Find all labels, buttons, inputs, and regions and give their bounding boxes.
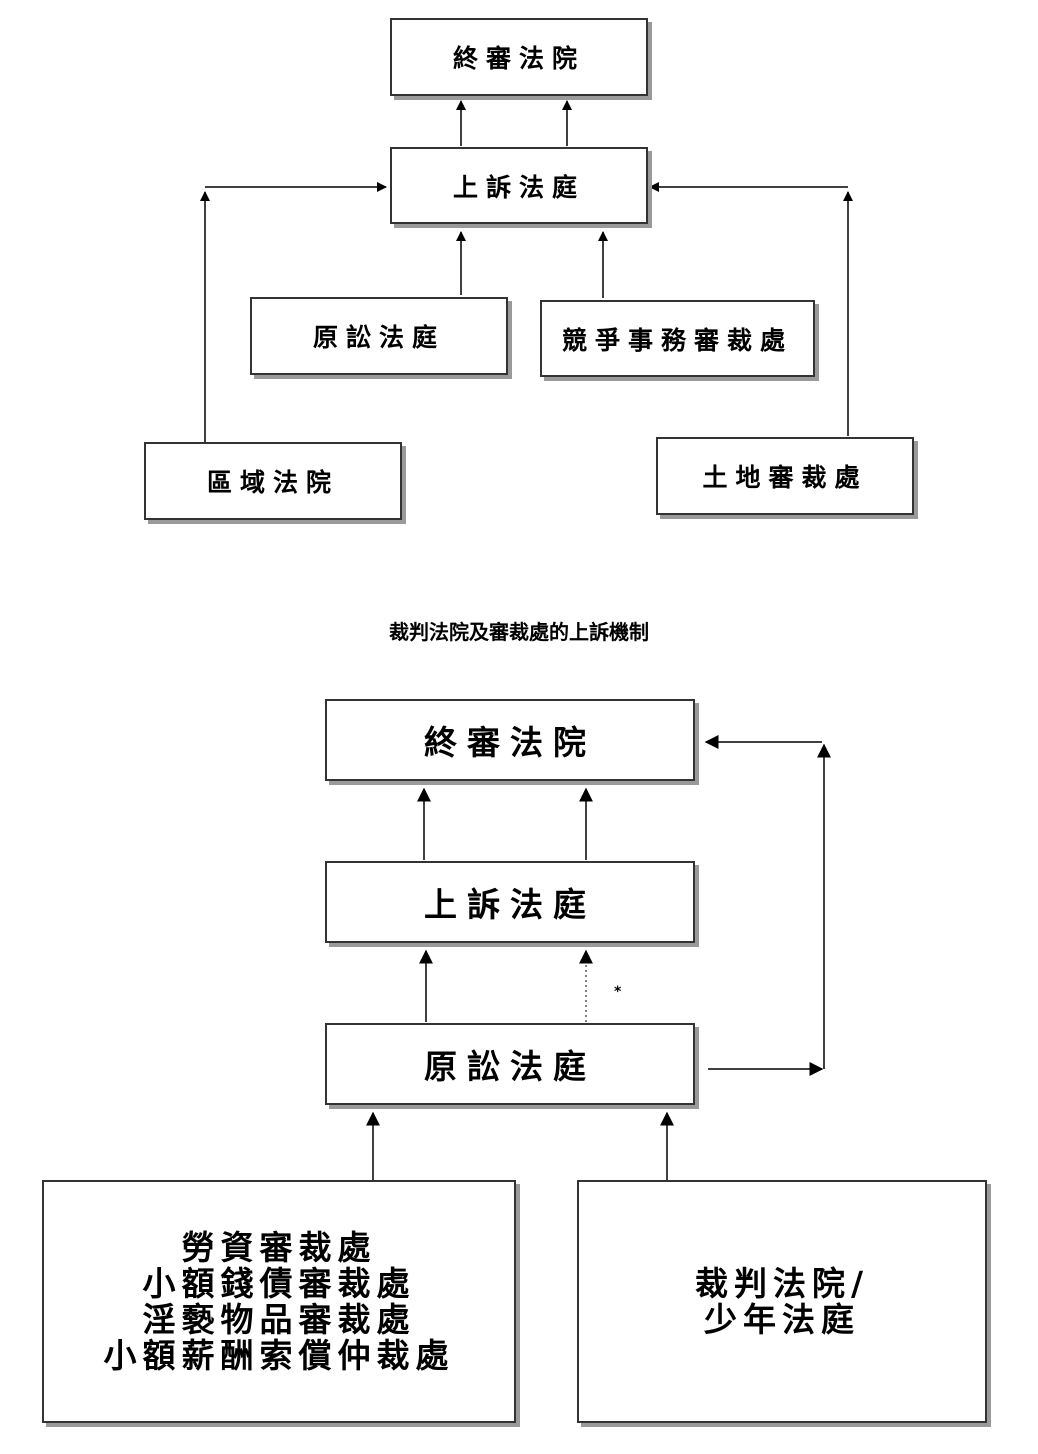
- box-competition-tribunal: 競爭事務審裁處: [540, 300, 815, 377]
- tribunal-minor-employment-claims: 小額薪酬索償仲裁處: [103, 1335, 455, 1375]
- diagram-caption: 裁判法院及審裁處的上訴機制: [389, 620, 649, 644]
- box-lands-tribunal: 土地審裁處: [656, 437, 914, 515]
- box-label: 終審法院: [424, 723, 596, 762]
- box-label: 土地審裁處: [702, 463, 868, 492]
- box-label: 上訴法庭: [452, 172, 585, 202]
- box-court-of-appeal-2: 上訴法庭: [325, 861, 695, 943]
- box-label: 終審法院: [452, 44, 585, 73]
- box-court-of-final-appeal: 終審法院: [390, 18, 648, 96]
- tribunal-small-claims: 小額錢債審裁處: [142, 1263, 416, 1303]
- box-court-of-first-instance: 原訟法庭: [250, 297, 508, 375]
- box-label: 上訴法庭: [424, 885, 596, 924]
- box-district-court: 區域法院: [144, 442, 402, 520]
- box-court-of-first-instance-2: 原訟法庭: [325, 1023, 695, 1105]
- tribunal-obscene-articles: 淫褻物品審裁處: [142, 1299, 416, 1339]
- box-label: 原訟法庭: [312, 323, 445, 352]
- magistrates-court-label: 裁判法院/: [694, 1263, 870, 1303]
- box-magistrates-juvenile: 裁判法院/ 少年法庭: [577, 1180, 987, 1423]
- box-tribunals-group: 勞資審裁處 小額錢債審裁處 淫褻物品審裁處 小額薪酬索償仲裁處: [42, 1180, 516, 1423]
- tribunal-labour: 勞資審裁處: [181, 1227, 377, 1267]
- juvenile-court-label: 少年法庭: [704, 1299, 860, 1339]
- box-label: 競爭事務審裁處: [561, 325, 793, 355]
- box-label: 原訟法庭: [424, 1047, 596, 1086]
- footnote-mark: *: [614, 984, 622, 1000]
- box-label: 區域法院: [206, 468, 339, 497]
- box-court-of-final-appeal-2: 終審法院: [325, 699, 695, 781]
- box-court-of-appeal: 上訴法庭: [390, 147, 648, 224]
